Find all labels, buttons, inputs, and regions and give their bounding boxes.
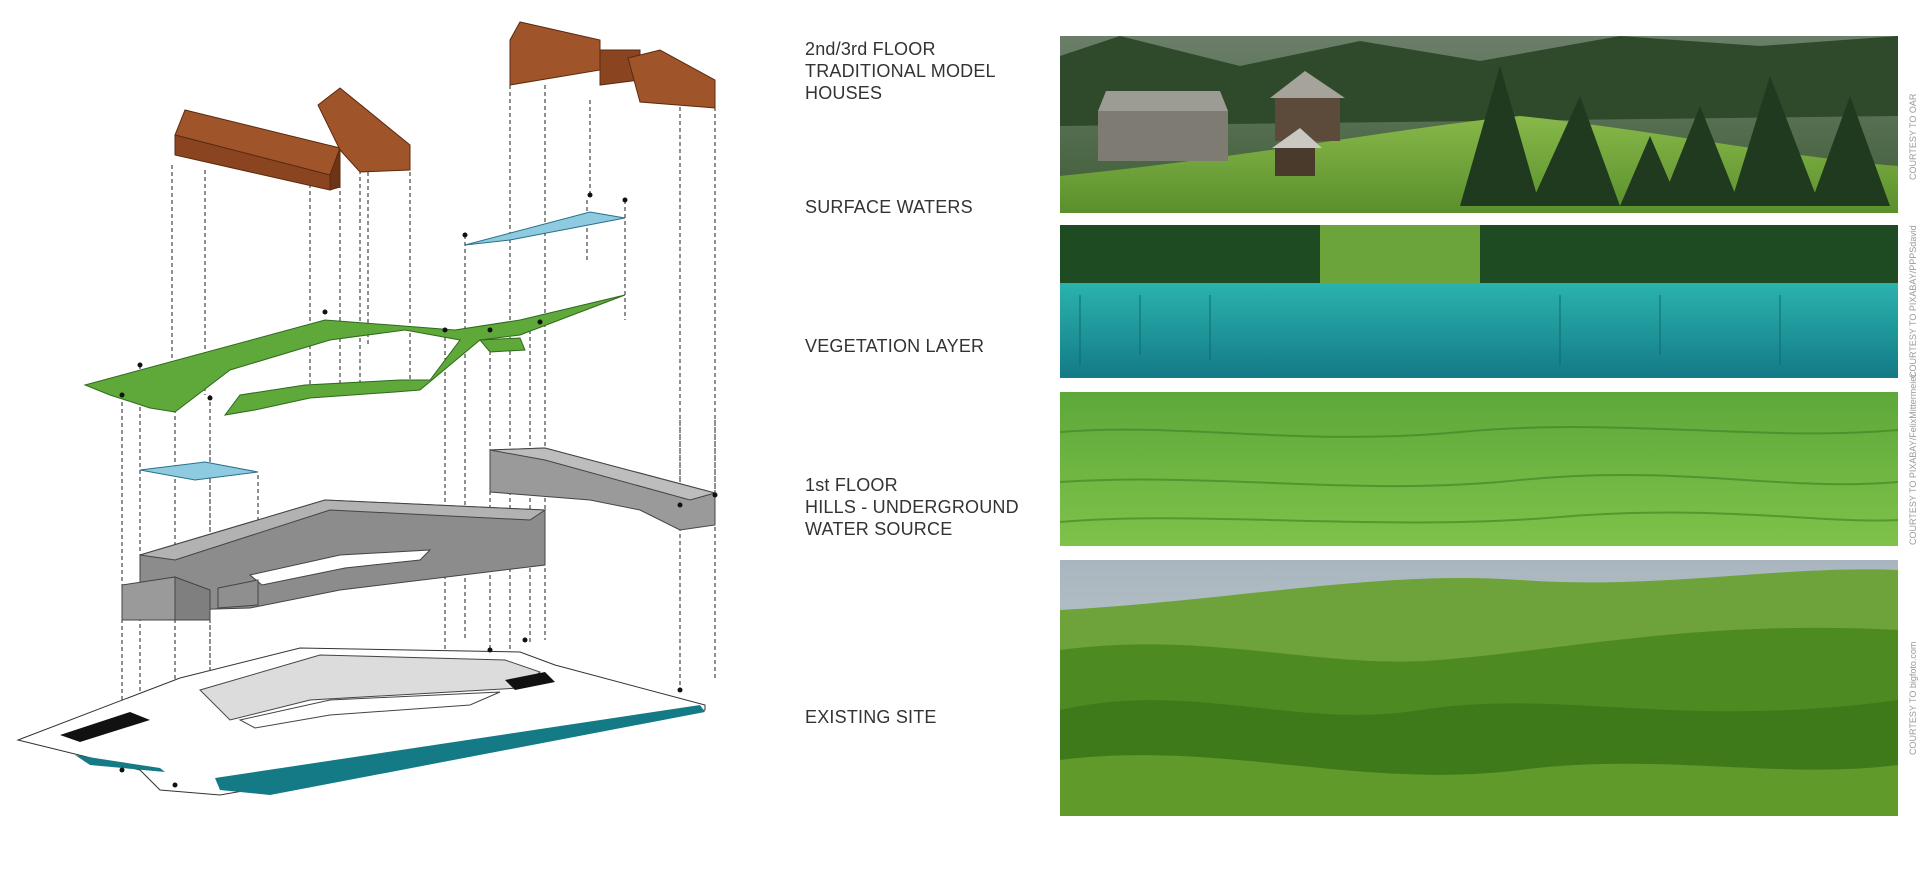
label-hills-line-1: 1st FLOOR: [805, 475, 898, 495]
label-hills-line-2: HILLS - UNDERGROUND: [805, 497, 1019, 517]
model-houses: [174, 21, 716, 191]
hills-layer: [121, 447, 717, 621]
label-waters: SURFACE WATERS: [805, 196, 973, 218]
label-site-line-1: EXISTING SITE: [805, 707, 937, 727]
label-houses: 2nd/3rd FLOOR TRADITIONAL MODEL HOUSES: [805, 38, 996, 104]
photo-site: [1060, 560, 1898, 816]
label-vegetation: VEGETATION LAYER: [805, 335, 984, 357]
photo-waters: [1060, 225, 1898, 378]
surface-water-planes: [139, 211, 626, 481]
label-hills-line-3: WATER SOURCE: [805, 519, 953, 539]
existing-site-plate: [16, 647, 706, 796]
credit-vegetation: COURTESY TO PIXABAY/FelixMittermeier: [1908, 373, 1918, 545]
label-hills: 1st FLOOR HILLS - UNDERGROUND WATER SOUR…: [805, 474, 1019, 540]
label-vegetation-line-1: VEGETATION LAYER: [805, 336, 985, 356]
label-houses-line-2: TRADITIONAL MODEL: [805, 61, 996, 81]
survey-markers: [119, 192, 718, 788]
exploded-axonometric-diagram: [16, 21, 718, 796]
vegetation-layer: [83, 294, 626, 416]
label-waters-line-1: SURFACE WATERS: [805, 197, 973, 217]
photo-vegetation: [1060, 392, 1898, 546]
credit-site: COURTESY TO bigfoto.com: [1908, 641, 1918, 755]
credit-houses: COURTESY TO OAR: [1908, 93, 1918, 180]
label-site: EXISTING SITE: [805, 706, 937, 728]
label-houses-line-3: HOUSES: [805, 83, 883, 103]
credit-waters: COURTESY TO PIXABAY/PPPSdavid: [1908, 225, 1918, 378]
label-houses-line-1: 2nd/3rd FLOOR: [805, 39, 936, 59]
photo-houses: [1060, 36, 1898, 213]
